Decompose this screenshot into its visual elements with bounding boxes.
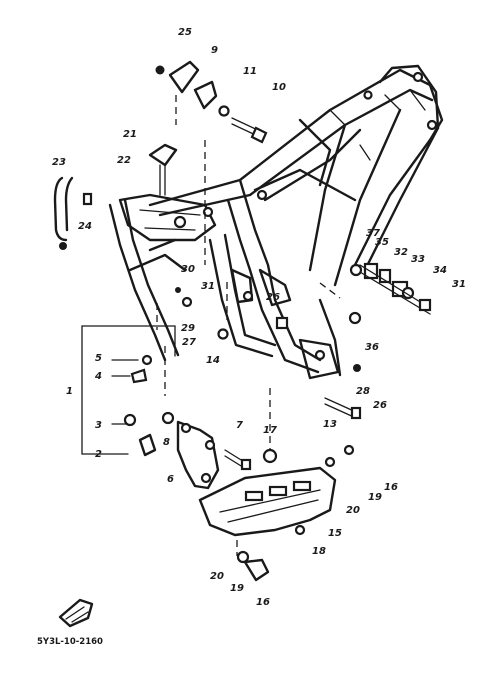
callout-23: 23 — [52, 157, 66, 168]
callout-31: 31 — [452, 279, 466, 290]
callout-10: 10 — [272, 82, 286, 93]
callout-7: 7 — [236, 420, 243, 431]
callout-1: 1 — [66, 386, 73, 397]
callout-36: 36 — [365, 342, 379, 353]
leader-lines — [156, 95, 341, 556]
callout-11: 11 — [243, 66, 257, 77]
callout-24: 24 — [78, 221, 92, 232]
part-reference-icon — [58, 598, 94, 628]
callout-33: 33 — [411, 254, 425, 265]
callout-labels: 25 9 11 10 21 22 23 24 30 31 29 14 26 37… — [52, 27, 466, 608]
callout-12: 25 — [178, 27, 192, 38]
callout-17: 17 — [263, 425, 277, 436]
callout-2: 2 — [95, 449, 102, 460]
callout-34: 34 — [433, 265, 447, 276]
main-frame — [108, 64, 444, 380]
callout-19-right: 19 — [368, 492, 382, 503]
callout-4: 4 — [94, 371, 102, 382]
callout-26-left: 27 — [182, 337, 196, 348]
callout-29: 30 — [181, 264, 195, 275]
callout-30: 31 — [201, 281, 215, 292]
callout-37: 37 — [366, 228, 380, 239]
callout-15: 15 — [328, 528, 342, 539]
callout-13: 13 — [323, 419, 337, 430]
callout-16-bottom: 16 — [256, 597, 270, 608]
callout-19-bottom: 19 — [230, 583, 244, 594]
callout-35: 35 — [375, 237, 389, 248]
callout-6: 6 — [167, 474, 174, 485]
callout-18: 18 — [312, 546, 326, 557]
callout-27: 28 — [356, 386, 370, 397]
callout-9: 9 — [211, 45, 218, 56]
callout-3: 3 — [95, 420, 102, 431]
bracket-and-skid-plate — [81, 325, 355, 582]
callout-8: 8 — [163, 437, 170, 448]
callout-16-right: 16 — [384, 482, 398, 493]
callout-28: 29 — [181, 323, 195, 334]
callout-14: 14 — [206, 355, 220, 366]
callout-25: 26 — [266, 292, 280, 303]
callout-20-bottom: 20 — [210, 571, 224, 582]
callout-5: 5 — [95, 353, 102, 364]
diagram-code: 5Y3L-10-2160 — [37, 637, 103, 647]
callout-26-right: 26 — [373, 400, 387, 411]
callout-32: 32 — [394, 247, 408, 258]
left-parts — [53, 60, 432, 420]
callout-21: 21 — [123, 129, 137, 140]
callout-22: 22 — [117, 155, 131, 166]
callout-20-right: 20 — [346, 505, 360, 516]
